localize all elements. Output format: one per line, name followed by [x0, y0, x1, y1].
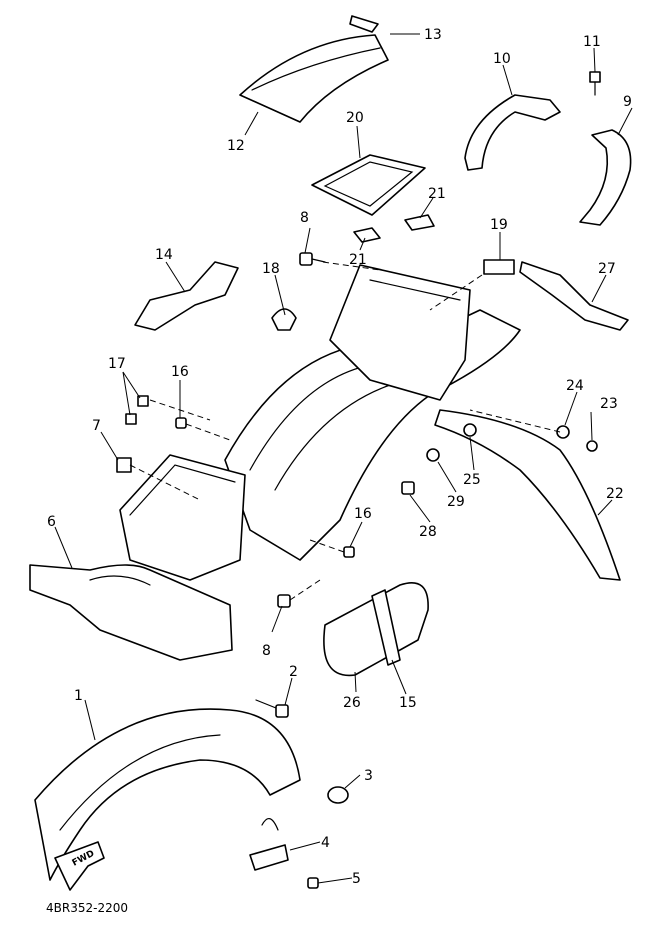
callout-5: 5 [352, 871, 361, 887]
callout-4: 4 [321, 835, 330, 851]
part-29-washer [426, 448, 440, 462]
leader-lines [54, 33, 633, 884]
callout-18: 18 [262, 261, 280, 277]
catalog-code: 4BR352-2200 [46, 901, 128, 915]
part-17-screws [125, 395, 149, 425]
callout-21-right: 21 [428, 186, 446, 202]
part-20-storage-tray [311, 154, 426, 216]
part-3-grommet [327, 786, 349, 804]
callout-20: 20 [346, 110, 364, 126]
callout-13: 13 [424, 27, 442, 43]
part-15-strap [371, 589, 401, 666]
callout-29: 29 [447, 494, 465, 510]
callout-24: 24 [566, 378, 584, 394]
callout-8-upper: 8 [300, 210, 309, 226]
callout-26: 26 [343, 695, 361, 711]
part-21-pad-b [404, 214, 435, 231]
callout-3: 3 [364, 768, 373, 784]
callout-1: 1 [74, 688, 83, 704]
part-21-pad-a [353, 227, 381, 243]
callout-labels: 1 2 3 4 5 6 7 8 8 9 10 11 12 13 14 15 16… [47, 27, 632, 887]
callout-6: 6 [47, 514, 56, 530]
part-16-grommet-lower [343, 546, 355, 558]
fwd-arrow-icon: FWD [54, 841, 105, 891]
callout-23: 23 [600, 396, 618, 412]
part-8-bolt-upper [299, 252, 326, 266]
callout-9: 9 [623, 94, 632, 110]
part-6-inner-flap [29, 564, 233, 661]
callout-2: 2 [289, 664, 298, 680]
callout-10: 10 [493, 51, 511, 67]
callout-22: 22 [606, 486, 624, 502]
callout-12: 12 [227, 138, 245, 154]
part-7-clip [116, 457, 132, 473]
callout-16-upper: 16 [171, 364, 189, 380]
part-13-seat-clip [349, 15, 379, 33]
battery-box [119, 454, 246, 581]
callout-17: 17 [108, 356, 126, 372]
part-23-screw [586, 440, 598, 452]
part-14-strap [134, 261, 239, 331]
callout-21-left: 21 [349, 252, 367, 268]
callout-14: 14 [155, 247, 173, 263]
callout-19: 19 [490, 217, 508, 233]
part-25-bolt [463, 423, 477, 437]
part-19-reflector [483, 259, 515, 275]
part-10-grab-bar [464, 94, 561, 171]
part-11-bolt [589, 71, 601, 96]
callout-27: 27 [598, 261, 616, 277]
part-22-rear-flap [434, 409, 621, 581]
callout-16-lower: 16 [354, 506, 372, 522]
part-18-clip [271, 308, 297, 331]
callout-11: 11 [583, 34, 601, 50]
part-1-front-fender [34, 708, 301, 881]
main-rear-fender [224, 264, 521, 561]
part-27-license-bracket [519, 261, 629, 331]
part-12-seat-pad [239, 34, 389, 123]
part-24-nut [556, 425, 570, 439]
part-9-bracket [579, 129, 632, 226]
callout-28: 28 [419, 524, 437, 540]
part-16-grommet-upper [175, 417, 187, 429]
part-5-screw [307, 877, 319, 889]
callout-8-lower: 8 [262, 643, 271, 659]
part-2-bolt [255, 699, 289, 718]
part-8-bolt-lower [277, 594, 291, 608]
part-28-nut [401, 481, 415, 495]
callout-7: 7 [92, 418, 101, 434]
part-4-cable-clip [249, 818, 289, 871]
callout-25: 25 [463, 472, 481, 488]
callout-15: 15 [399, 695, 417, 711]
